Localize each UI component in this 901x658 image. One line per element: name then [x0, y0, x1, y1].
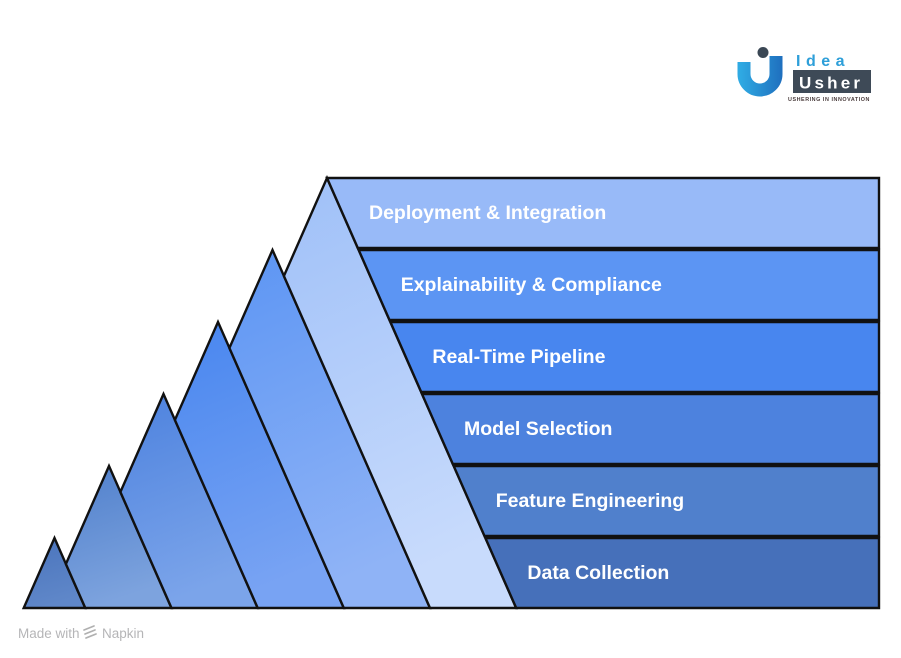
band-feature-engineering	[451, 464, 881, 538]
logo-i-dot	[757, 47, 769, 58]
band-data-collection	[483, 536, 881, 610]
band-label-explainability-compliance: Explainability & Compliance	[401, 274, 662, 296]
made-with-text: Made with	[18, 626, 80, 641]
pyramid-bands	[325, 176, 881, 610]
band-deployment-integration	[325, 176, 881, 250]
napkin-brand-text: Napkin	[102, 626, 144, 641]
band-label-deployment-integration: Deployment & Integration	[369, 202, 606, 224]
idea-usher-logo: Usher Idea USHERING IN INNOVATION	[737, 47, 871, 103]
band-label-data-collection: Data Collection	[527, 562, 669, 584]
usher-box	[793, 70, 871, 93]
band-label-real-time-pipeline: Real-Time Pipeline	[432, 346, 605, 368]
band-explainability-compliance	[356, 248, 881, 322]
band-model-selection	[420, 392, 881, 466]
made-with-napkin: Made with Napkin	[18, 625, 144, 641]
napkin-icon	[83, 625, 97, 639]
pyramid-ribbons	[21, 175, 519, 610]
logo-idea-text: Idea	[796, 53, 850, 70]
band-label-feature-engineering: Feature Engineering	[496, 490, 685, 512]
band-real-time-pipeline	[388, 320, 881, 394]
band-label-model-selection: Model Selection	[464, 418, 612, 440]
logo-tagline: USHERING IN INNOVATION	[788, 97, 870, 103]
logo-usher-text: Usher	[799, 74, 863, 93]
logo-u-mark	[737, 56, 783, 97]
